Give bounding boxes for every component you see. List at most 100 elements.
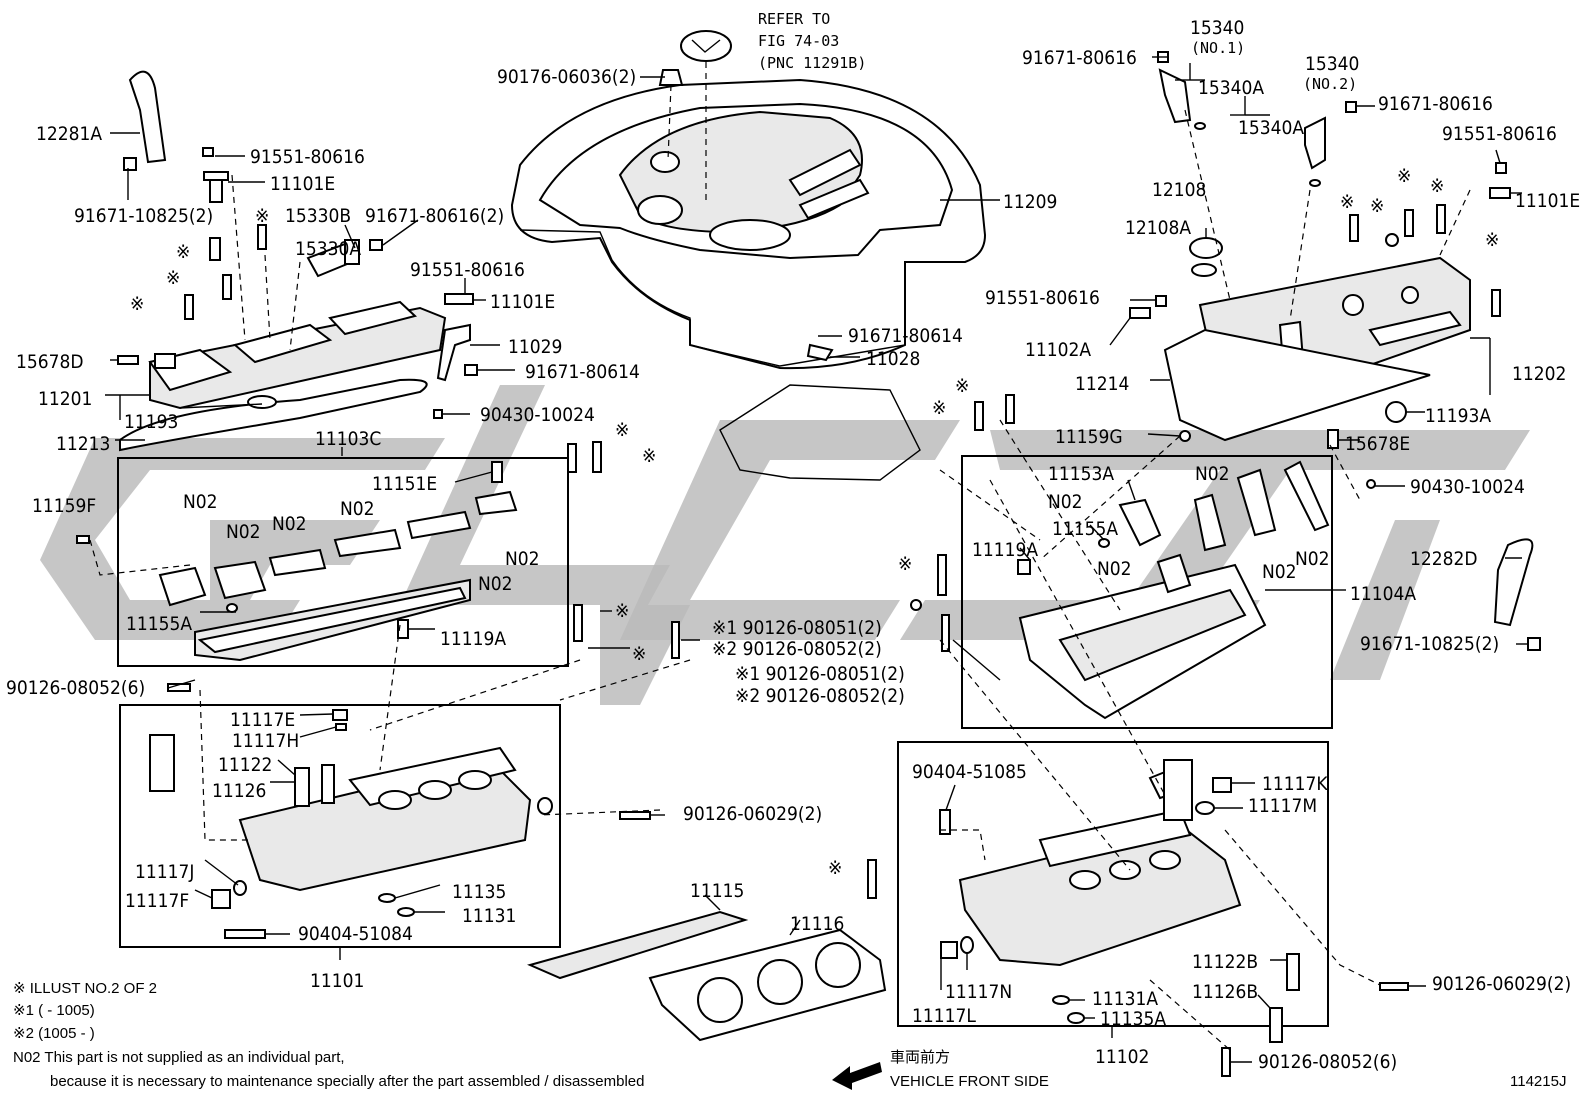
label-90404-51084: 90404-51084 bbox=[298, 923, 413, 945]
label-11028: 11028 bbox=[866, 348, 920, 370]
notes: ※ ILLUST NO.2 OF 2 ※1 ( - 1005) ※2 (1005… bbox=[13, 980, 644, 1090]
label-12282d: 12282D bbox=[1410, 548, 1478, 570]
label-90126-08052-6a: 90126-08052(6) bbox=[6, 677, 145, 699]
label-11122b: 11122B bbox=[1192, 951, 1258, 973]
label-90126-06029-a: 90126-06029(2) bbox=[683, 803, 822, 825]
box-11103c-group bbox=[117, 457, 569, 667]
label-12281a: 12281A bbox=[36, 123, 102, 145]
mark-1: ※ bbox=[255, 205, 269, 227]
mark-17: ※ bbox=[1485, 229, 1499, 251]
label-11209: 11209 bbox=[1003, 191, 1057, 213]
label-91671-10825-a: 91671-10825(2) bbox=[74, 205, 213, 227]
label-91671-80616-a: 91671-80616 bbox=[1022, 47, 1137, 69]
label-91671-80616-2: 91671-80616(2) bbox=[365, 205, 504, 227]
label-11193a: 11193A bbox=[1425, 405, 1491, 427]
seal-11193 bbox=[247, 395, 277, 409]
label-11193: 11193 bbox=[124, 411, 178, 433]
gasket-11115 bbox=[527, 910, 749, 980]
label-n02-4: N02 bbox=[340, 498, 375, 520]
vvt-solenoid-15330a bbox=[306, 239, 360, 278]
label-11122: 11122 bbox=[218, 754, 272, 776]
label-n02-8: N02 bbox=[1048, 491, 1083, 513]
label-11159g: 11159G bbox=[1055, 426, 1123, 448]
sensor-11101e-b bbox=[444, 293, 474, 305]
label-91551-a: 91551-80616 bbox=[250, 146, 365, 168]
label-90404-51085: 90404-51085 bbox=[912, 761, 1027, 783]
bracket-11028 bbox=[806, 343, 834, 362]
note-line-1: ※ ILLUST NO.2 OF 2 bbox=[13, 980, 157, 997]
box-11104a-group bbox=[961, 455, 1333, 729]
label-11117e: 11117E bbox=[230, 709, 295, 731]
front-direction-arrow bbox=[832, 1062, 882, 1090]
label-90126-08052-6b: 90126-08052(6) bbox=[1258, 1051, 1397, 1073]
label-11213: 11213 bbox=[56, 433, 110, 455]
label-91551-c: 91551-80616 bbox=[1442, 123, 1557, 145]
label-11126b: 11126B bbox=[1192, 981, 1258, 1003]
refer-line-3: (PNC 11291B) bbox=[758, 54, 866, 72]
note-line-4: N02 This part is not supplied as an indi… bbox=[13, 1049, 345, 1066]
label-15330b: 15330B bbox=[285, 205, 351, 227]
mark-8: ※ bbox=[632, 643, 646, 665]
label-90176: 90176-06036(2) bbox=[497, 66, 636, 88]
label-11102a: 11102A bbox=[1025, 339, 1091, 361]
label-n02-6: N02 bbox=[478, 573, 513, 595]
cylinder-head-11102 bbox=[940, 759, 1409, 1077]
label-11135a: 11135A bbox=[1100, 1008, 1166, 1030]
guide-lines bbox=[89, 109, 1471, 1051]
label-n02-10: N02 bbox=[1097, 558, 1132, 580]
label-11131a: 11131A bbox=[1092, 988, 1158, 1010]
label-11104a: 11104A bbox=[1350, 583, 1416, 605]
camshaft-housing-11104a bbox=[1017, 460, 1330, 720]
mark-10: ※ bbox=[955, 375, 969, 397]
label-11117l: 11117L bbox=[912, 1005, 976, 1027]
label-15340-no1: (NO.1) bbox=[1191, 39, 1245, 57]
mark-5: ※ bbox=[615, 419, 629, 441]
refer-line-1: REFER TO bbox=[758, 10, 830, 28]
cover-nut-90176 bbox=[658, 69, 684, 86]
label-n02-9: N02 bbox=[1295, 548, 1330, 570]
label-15340-no2: (NO.2) bbox=[1303, 75, 1357, 93]
mark-7: ※ bbox=[615, 600, 629, 622]
label-11135: 11135 bbox=[452, 881, 506, 903]
label-11102: 11102 bbox=[1095, 1046, 1149, 1068]
label-11155a-b: 11155A bbox=[1052, 518, 1118, 540]
labels: REFER TO FIG 74-03 (PNC 11291B) 90176-06… bbox=[6, 10, 1580, 1073]
label-11029: 11029 bbox=[508, 336, 562, 358]
label-11131: 11131 bbox=[462, 905, 516, 927]
mark-14: ※ bbox=[1370, 195, 1384, 217]
label-15340-1: 15340 bbox=[1190, 17, 1244, 39]
note-line-5: because it is necessary to maintenance s… bbox=[50, 1073, 644, 1090]
gasket-11213 bbox=[119, 378, 428, 452]
bolt-15678d bbox=[117, 355, 139, 365]
sensor-11101e-a bbox=[203, 171, 229, 203]
bracket-12281a bbox=[128, 70, 167, 164]
bracket-12282d bbox=[1493, 538, 1534, 627]
label-91671-80614-b: 91671-80614 bbox=[848, 325, 963, 347]
engine-cover-11209 bbox=[510, 78, 987, 370]
mark-2: ※ bbox=[176, 241, 190, 263]
label-11101e-a: 11101E bbox=[270, 173, 335, 195]
label-15340-2: 15340 bbox=[1305, 53, 1359, 75]
mark-12: ※ bbox=[828, 857, 842, 879]
label-12108: 12108 bbox=[1152, 179, 1206, 201]
note-line-2: ※1 ( - 1005) bbox=[13, 1002, 95, 1019]
label-91671-10825-b: 91671-10825(2) bbox=[1360, 633, 1499, 655]
label-15330a: 15330A bbox=[295, 238, 361, 260]
label-15340a-1: 15340A bbox=[1198, 77, 1264, 99]
bolts-left bbox=[123, 147, 478, 419]
label-11117f: 11117F bbox=[125, 890, 189, 912]
label-15340a-2: 15340A bbox=[1238, 117, 1304, 139]
refer-line-2: FIG 74-03 bbox=[758, 32, 839, 50]
label-11202: 11202 bbox=[1512, 363, 1566, 385]
label-n02-5: N02 bbox=[505, 548, 540, 570]
label-11117k: 11117K bbox=[1262, 773, 1328, 795]
label-n02-2: N02 bbox=[226, 521, 261, 543]
label-11117m: 11117M bbox=[1248, 795, 1317, 817]
label-11159f: 11159F bbox=[32, 495, 96, 517]
bolts-right bbox=[1129, 51, 1511, 489]
head-cover-11201 bbox=[148, 300, 447, 410]
label-11115: 11115 bbox=[690, 880, 744, 902]
label-n02-11: N02 bbox=[1262, 561, 1297, 583]
figure-id: 114215J bbox=[1510, 1073, 1566, 1090]
label-11117h: 11117H bbox=[232, 730, 299, 752]
